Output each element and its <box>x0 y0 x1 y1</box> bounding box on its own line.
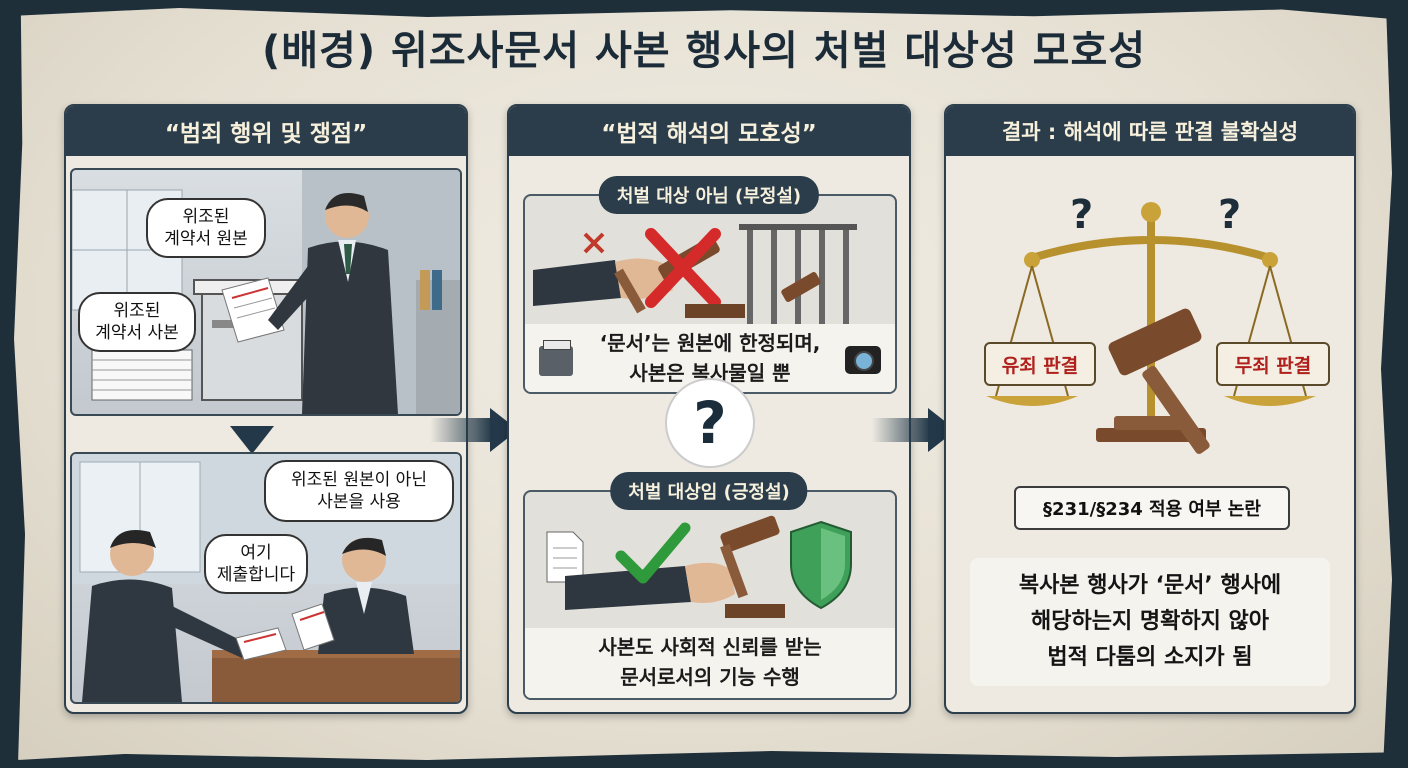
scene-copier: 위조된 계약서 원본 위조된 계약서 사본 <box>70 168 462 416</box>
conclusion-text: 복사본 행사가 ‘문서’ 행사에 해당하는지 명확하지 않아 법적 다툼의 소지… <box>970 558 1330 686</box>
positive-view-caption: 사본도 사회적 신뢰를 받는 문서로서의 기능 수행 <box>525 628 895 698</box>
copier-illustration <box>72 170 460 414</box>
arrow-tail-1 <box>430 418 492 442</box>
negative-view-box: ‘문서’는 원본에 한정되며, 사본은 복사물일 뿐 <box>523 194 897 394</box>
panel-header-ambiguity: “법적 해석의 모호성” <box>509 106 909 156</box>
question-mark-center: ? <box>665 378 755 468</box>
verdict-not-guilty: 무죄 판결 <box>1216 342 1330 386</box>
law-reference: §231/§234 적용 여부 논란 <box>1014 486 1290 530</box>
arrow-tail-2 <box>872 418 930 442</box>
verdict-guilty: 유죄 판결 <box>984 342 1096 386</box>
speech-bubble-use-copy: 위조된 원본이 아닌 사본을 사용 <box>264 460 454 522</box>
question-mark-text: ? <box>693 389 727 457</box>
speech-bubble-forged-original: 위조된 계약서 원본 <box>146 198 266 258</box>
negative-view-illustration <box>533 224 857 326</box>
positive-view-title: 처벌 대상임 (긍정설) <box>610 472 808 510</box>
panel-verdict-uncertainty: 결과 : 해석에 따른 판결 불확실성 ? ? 유죄 판결 무죄 판결 §231… <box>944 104 1356 714</box>
negative-view-title: 처벌 대상 아님 (부정설) <box>598 176 820 214</box>
panel-header-crime: “범죄 행위 및 쟁점” <box>66 106 466 156</box>
camera-icon <box>845 346 881 374</box>
positive-view-box: 사본도 사회적 신뢰를 받는 문서로서의 기능 수행 <box>523 490 897 700</box>
page-title: (배경) 위조사문서 사본 행사의 처벌 대상성 모호성 <box>261 28 1147 74</box>
speech-bubble-submit: 여기 제출합니다 <box>204 534 308 594</box>
scene-submission: 위조된 원본이 아닌 사본을 사용 여기 제출합니다 <box>70 452 462 704</box>
panel-legal-ambiguity: “법적 해석의 모호성” 처벌 대상 아님 (부정설) ‘문서’는 원본에 한정… <box>507 104 911 714</box>
speech-bubble-forged-copy: 위조된 계약서 사본 <box>78 292 196 352</box>
copier-icon <box>539 340 573 376</box>
panel-crime-and-issue: “범죄 행위 및 쟁점” <box>64 104 468 714</box>
scales-of-justice-icon <box>986 202 1316 454</box>
arrow-down-icon <box>230 426 274 454</box>
question-mark-right: ? <box>1218 192 1242 238</box>
positive-view-illustration <box>546 515 852 618</box>
panel-header-verdict: 결과 : 해석에 따른 판결 불확실성 <box>946 106 1354 156</box>
question-mark-left: ? <box>1070 192 1094 238</box>
